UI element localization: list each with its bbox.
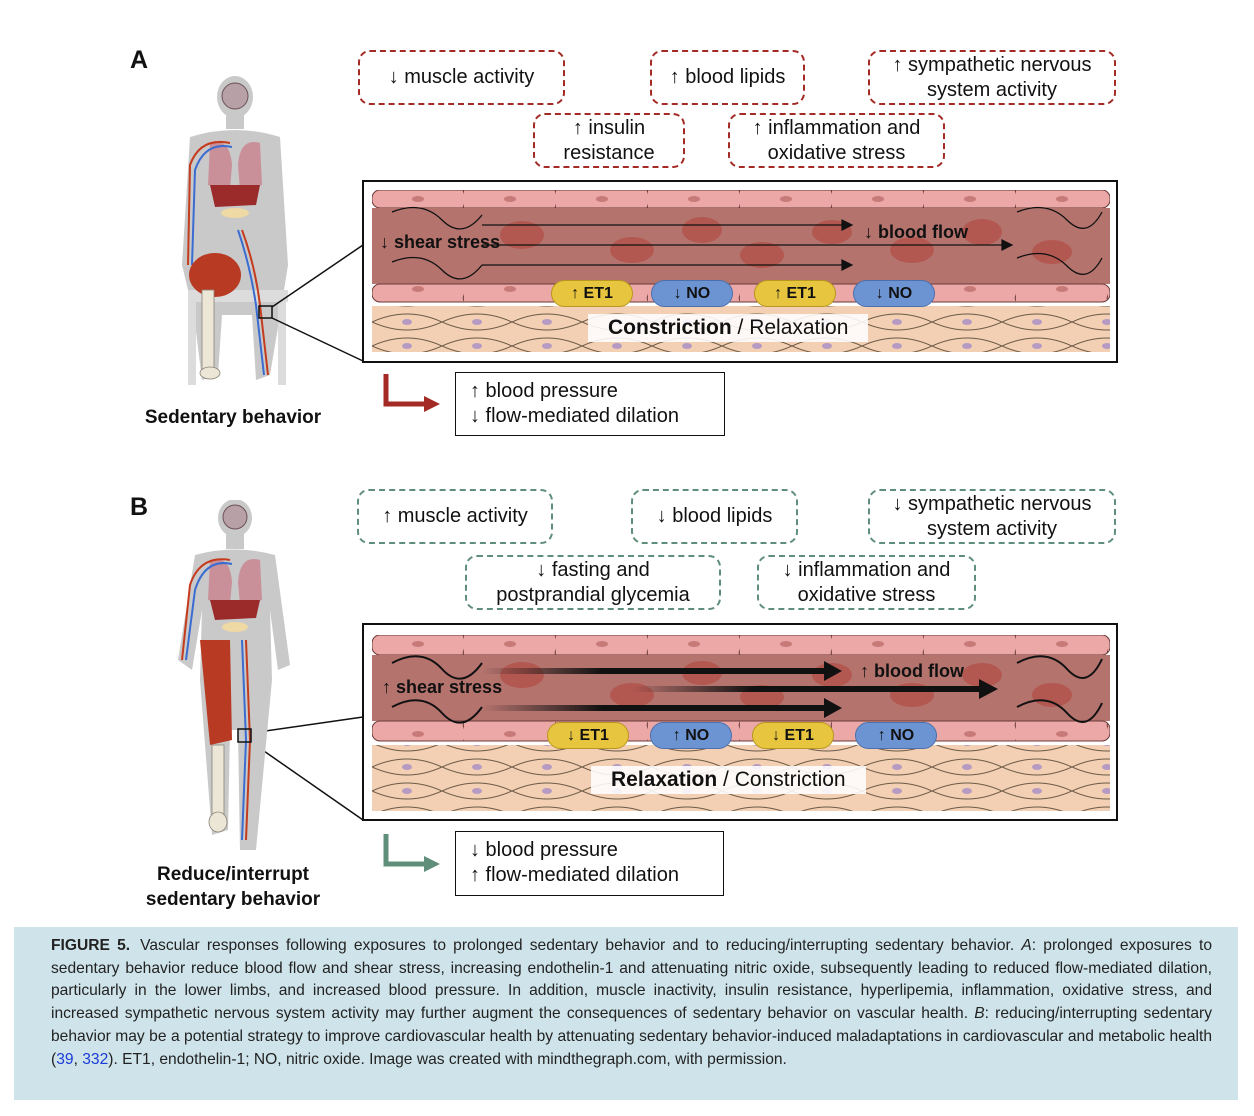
blood-vessels [187,141,269,376]
vessel-illustration-a [372,190,1110,352]
outcome-box-a: ↑ blood pressure ↓ flow-mediated dilatio… [455,372,725,436]
zoom-region-marker [258,305,273,319]
brain-icon [221,82,249,110]
endothelium-bottom [372,720,1110,742]
et1-badge: ↑ ET1 [551,280,633,307]
factor-blood-lipids: ↑ blood lipids [650,50,805,105]
lungs-icon [208,558,262,605]
zoom-region-marker [237,728,252,743]
panel-b-figure-label: Reduce/interrupt sedentary behavior [145,864,321,910]
panel-a-figure-label: Sedentary behavior [144,407,322,428]
no-badge: ↑ NO [855,722,937,749]
seated-body-illustration [182,76,288,385]
turbulent-flow-icons [391,655,1103,724]
no-badge: ↓ NO [651,280,733,307]
red-blood-cells [500,217,1072,268]
vascular-state-label: Constriction / Relaxation [588,314,869,342]
outcome-box-b: ↓ blood pressure ↑ flow-mediated dilatio… [455,831,724,896]
pancreas-icon [221,208,249,218]
endothelium-bottom [372,283,1110,303]
leg-bones-icon [199,289,221,380]
no-badge: ↓ NO [853,280,935,307]
et1-badge: ↓ ET1 [547,722,629,749]
blood-vessels [181,558,252,841]
panel-a-letter: A [130,46,149,74]
factor-blood-lipids: ↓ blood lipids [631,489,798,544]
flow-arrows-thick [482,661,998,718]
liver-icon [210,600,260,620]
thigh-muscle-icon [189,253,241,297]
outcome-fmd: ↓ flow-mediated dilation [470,405,679,427]
reference-link[interactable]: 39 [56,1050,74,1068]
outcome-blood-pressure: ↑ blood pressure [470,380,618,402]
outcome-fmd: ↑ flow-mediated dilation [470,864,679,886]
leg-bones-icon [208,744,228,833]
factor-muscle-activity: ↑ muscle activity [357,489,553,544]
pancreas-icon [222,622,248,632]
body-silhouette [182,76,288,380]
blood-flow-label: ↑ blood flow [860,661,964,681]
vessel-illustration-b [372,635,1110,811]
endothelium-top [372,190,1110,209]
caption-lead: FIGURE 5. [51,937,131,954]
vascular-state-label: Relaxation / Constriction [591,766,866,794]
vessel-cross-section-a: ↓ shear stress ↓ blood flow ↑ ET1 ↓ NO ↑… [362,180,1118,363]
no-badge: ↑ NO [650,722,732,749]
thigh-muscle-icon [200,640,232,745]
vessel-cross-section-b: ↑ shear stress ↑ blood flow ↓ ET1 ↑ NO ↓… [362,623,1118,821]
outcome-blood-pressure: ↓ blood pressure [470,839,618,861]
figure-caption: FIGURE 5.Vascular responses following ex… [14,927,1238,1100]
outcome-arrow-icon-a [383,374,440,412]
lungs-icon [208,141,262,190]
reference-link[interactable]: 332 [82,1050,109,1068]
panel-b-letter: B [130,493,149,521]
shear-stress-label: ↓ shear stress [380,232,501,252]
outcome-arrow-icon-b [383,834,440,872]
liver-icon [210,185,260,207]
body-silhouette [178,500,290,850]
turbulent-flow-icons [391,206,1103,280]
brain-icon [222,504,248,530]
shear-stress-label: ↑ shear stress [382,677,503,697]
flow-arrows-thin [482,219,1014,271]
factor-muscle-activity: ↓ muscle activity [358,50,565,105]
et1-badge: ↓ ET1 [752,722,834,749]
endothelium-top [372,635,1110,656]
blood-flow-label: ↓ blood flow [864,222,968,242]
et1-badge: ↑ ET1 [754,280,836,307]
walking-body-illustration [178,500,290,850]
